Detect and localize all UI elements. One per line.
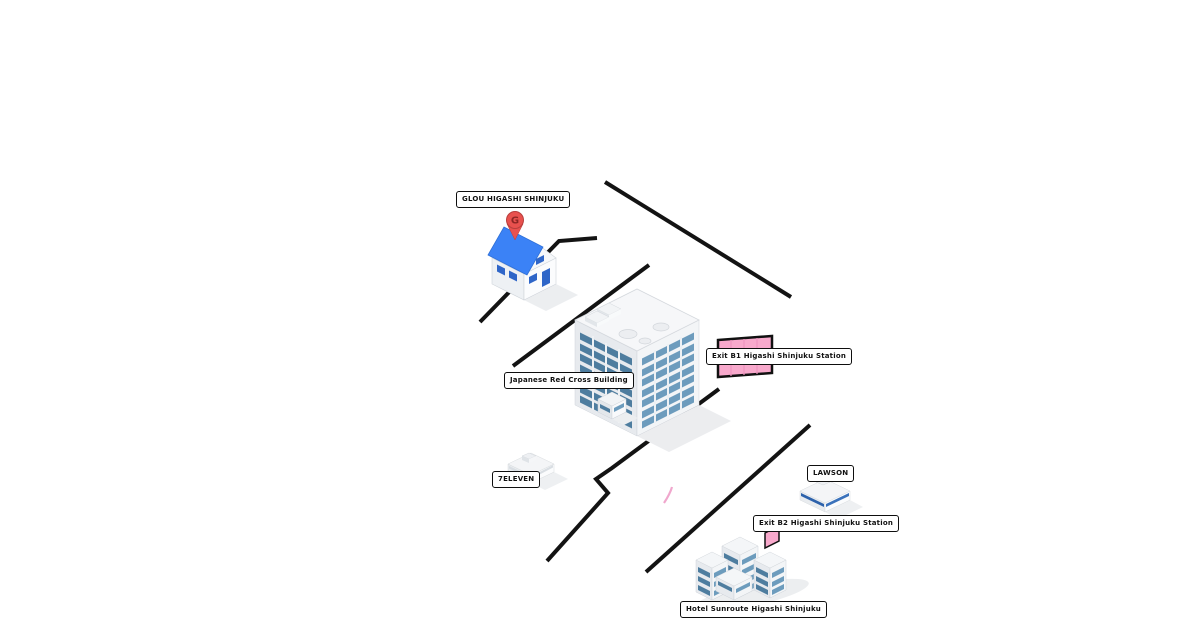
label-exit-b2-station: Exit B2 Higashi Shinjuku Station — [753, 515, 900, 532]
hotel-tower-right — [753, 551, 787, 599]
label-lawson: LAWSON — [807, 465, 855, 482]
house-gable-window — [536, 255, 544, 265]
walk-path-mark — [663, 486, 674, 504]
office-shadow — [637, 405, 731, 452]
lawson-sign-band — [826, 493, 849, 507]
house-window — [497, 264, 505, 276]
house-shadow — [524, 284, 578, 311]
lawson-building — [799, 478, 863, 519]
pin-letter: G — [511, 216, 519, 227]
roads — [478, 180, 812, 574]
office-annex-building — [597, 391, 638, 425]
glou-house-building — [487, 226, 578, 311]
road-right-diagonal — [644, 423, 812, 574]
label-glou-higashi-shinjuku: GLOU HIGASHI SHINJUKU — [456, 191, 571, 208]
house-door — [542, 268, 550, 287]
hotel-front-block — [715, 567, 753, 601]
office-roof-equipment — [584, 302, 670, 345]
label-exit-b1-station: Exit B1 Higashi Shinjuku Station — [706, 348, 853, 365]
label-hotel-sunroute: Hotel Sunroute Higashi Shinjuku — [680, 601, 827, 618]
road-house-bend — [478, 236, 598, 324]
road-top-right — [603, 180, 793, 299]
label-japanese-red-cross-building: Japanese Red Cross Building — [504, 372, 634, 389]
office-building — [574, 288, 731, 452]
lawson-sign-band — [801, 493, 824, 507]
house-window — [509, 270, 517, 282]
road-lower-zigzag — [545, 387, 721, 563]
house-roof — [487, 226, 544, 276]
road-center-diagonal — [511, 263, 651, 368]
house-window — [529, 273, 537, 284]
map-pin-icon: G — [506, 211, 524, 241]
hotel-buildings — [695, 536, 809, 612]
label-seven-eleven: 7ELEVEN — [492, 471, 541, 488]
